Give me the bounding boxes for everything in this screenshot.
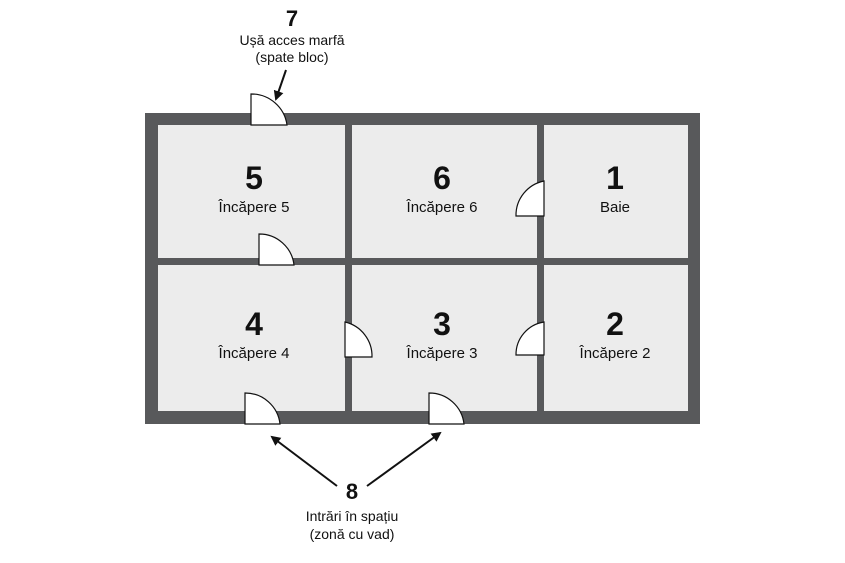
- room-1-number: 1: [606, 160, 624, 196]
- room-5-floor: [158, 125, 345, 258]
- annotation-7-number: 7: [286, 6, 298, 31]
- room-6-number: 6: [433, 160, 451, 196]
- room-4-label: Încăpere 4: [218, 345, 290, 362]
- room-5-number: 5: [245, 160, 263, 196]
- room-2-floor: [544, 265, 688, 411]
- annotation-7-line2: (spate bloc): [255, 49, 328, 65]
- room-3-floor: [352, 265, 537, 411]
- room-4-floor: [158, 265, 345, 411]
- room-3-number: 3: [433, 306, 451, 342]
- room-2-number: 2: [606, 306, 624, 342]
- room-2-label: Încăpere 2: [579, 345, 651, 362]
- annotation-8-line2: (zonă cu vad): [310, 526, 395, 542]
- annotation-8-line1: Intrări în spațiu: [306, 508, 399, 524]
- annotation-8-arrow-right: [366, 431, 442, 487]
- annotation-8-arrow-left: [270, 435, 338, 487]
- room-1-label: Baie: [600, 199, 630, 216]
- room-3-label: Încăpere 3: [406, 345, 478, 362]
- door-cargo-access: [250, 93, 288, 126]
- room-5-label: Încăpere 5: [218, 199, 290, 216]
- room-6-label: Încăpere 6: [406, 199, 478, 216]
- door-room3-room2: [515, 321, 545, 356]
- door-entrance-room3: [428, 392, 465, 425]
- annotation-7-line1: Ușă acces marfă: [239, 32, 344, 48]
- door-entrance-room4: [244, 392, 281, 425]
- door-room6-bathroom: [515, 180, 545, 217]
- room-4-number: 4: [245, 306, 263, 342]
- door-room5-room4: [258, 233, 295, 266]
- room-1-floor: [544, 125, 688, 258]
- door-room4-room3: [344, 321, 373, 358]
- annotation-7-arrow: [273, 69, 287, 101]
- room-6-floor: [352, 125, 537, 258]
- annotation-8-number: 8: [346, 479, 358, 504]
